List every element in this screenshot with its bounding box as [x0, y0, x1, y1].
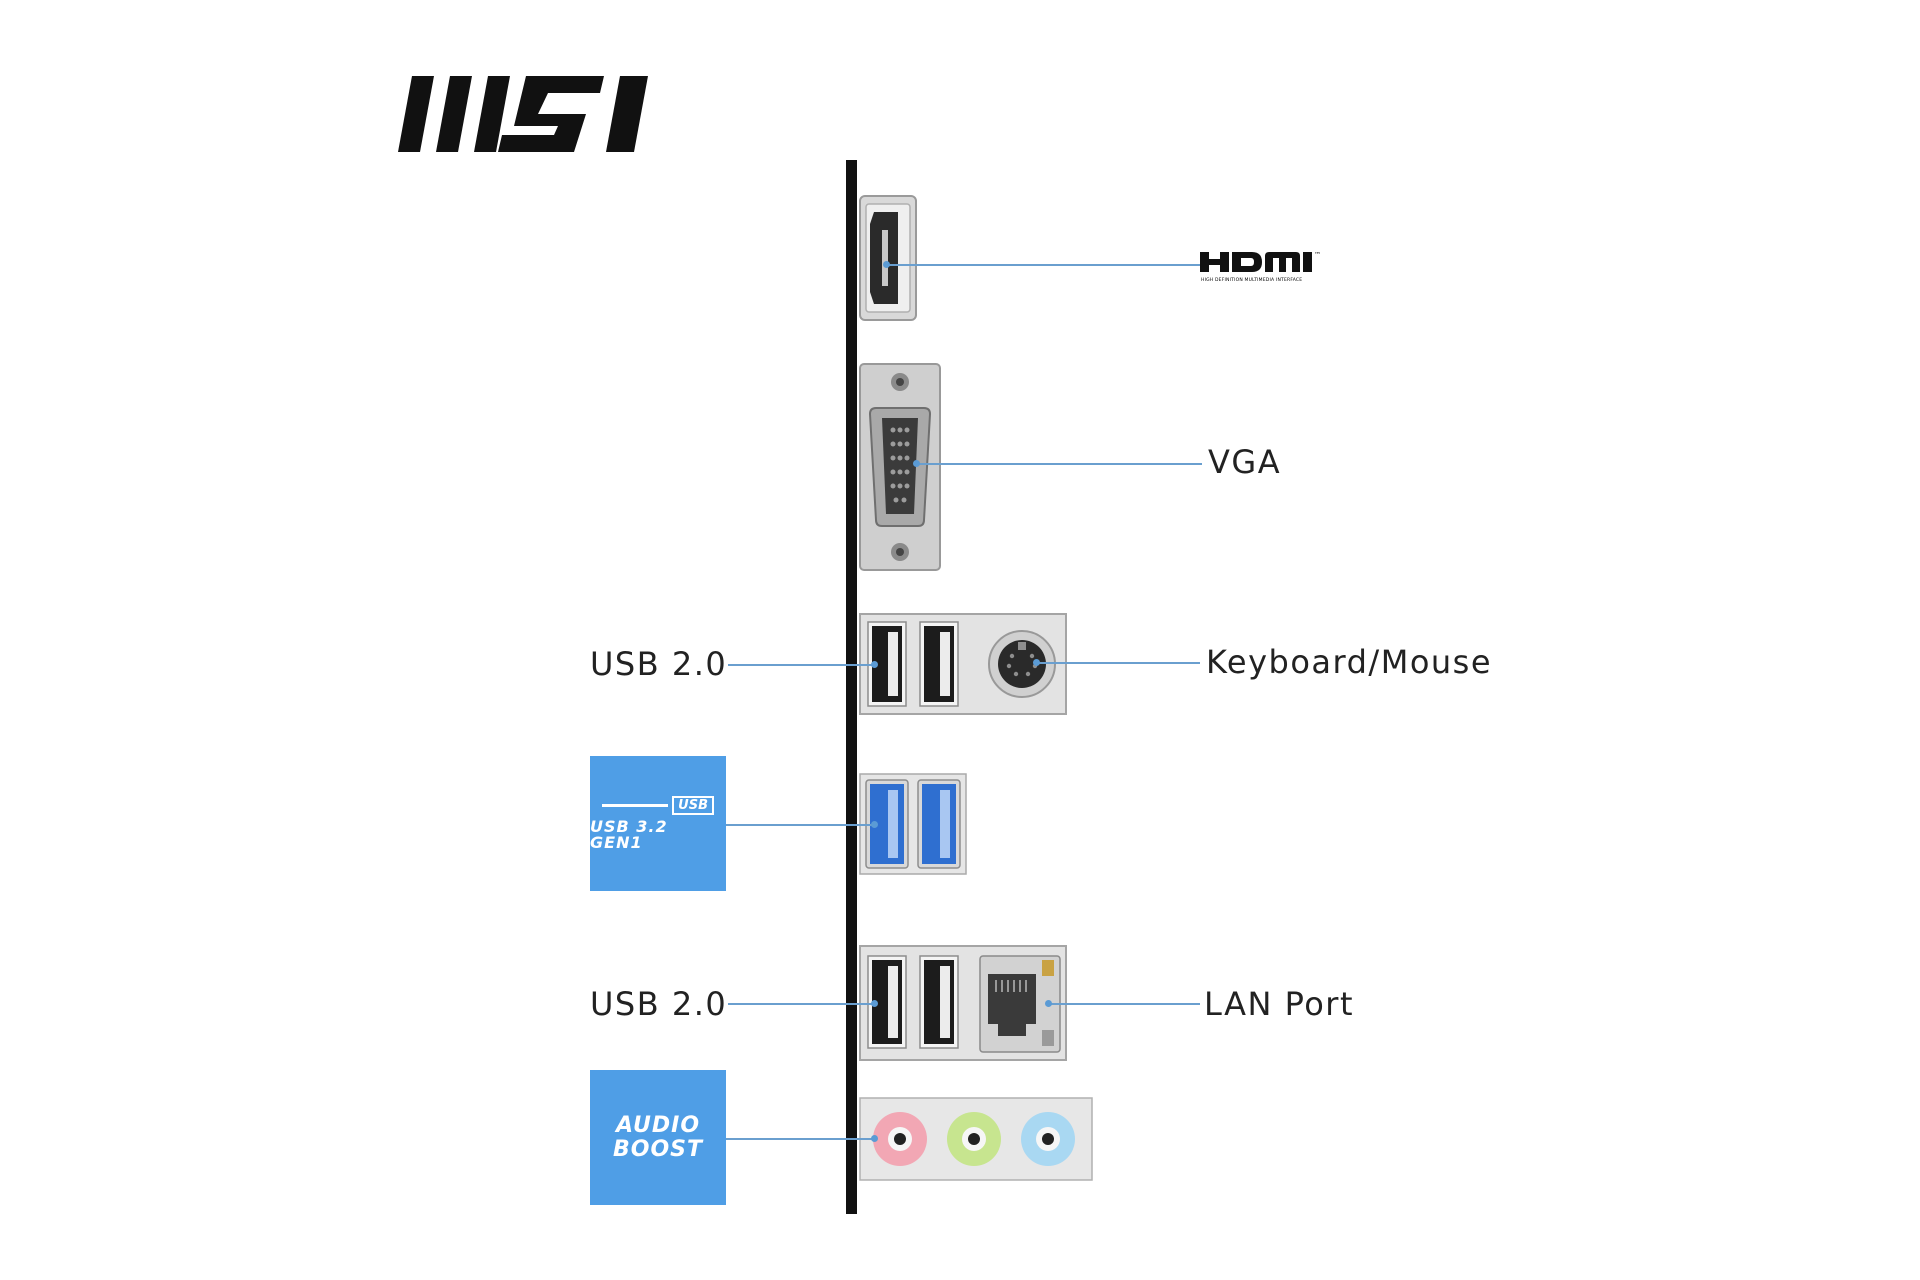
- usb32-gen1-badge: USB USB 3.2 GEN1: [590, 756, 726, 891]
- audio-leader: [726, 1138, 874, 1140]
- usb32-leader: [726, 824, 874, 826]
- usb2-top-label: USB 2.0: [590, 645, 728, 683]
- hdmi-trademark: ™: [1314, 251, 1321, 259]
- audio-boost-line2: BOOST: [612, 1136, 704, 1162]
- hdmi-leader: [886, 264, 1200, 266]
- hdmi-port: [858, 194, 918, 322]
- usb32-block: [858, 772, 968, 876]
- hdmi-subtitle: HIGH DEFINITION MULTIMEDIA INTERFACE: [1201, 277, 1302, 283]
- io-panel-edge: [846, 160, 857, 1214]
- vga-port: [858, 362, 942, 572]
- usb2-bottom-leader: [728, 1003, 874, 1005]
- usb2-bottom-leader-dot: [871, 1000, 878, 1007]
- usb32-badge-line: USB: [602, 796, 714, 815]
- audio-jacks-block: [858, 1096, 1094, 1182]
- usb32-badge-text: USB 3.2 GEN1: [590, 817, 668, 852]
- usb2-top-leader-dot: [871, 661, 878, 668]
- usb2-top-leader: [728, 664, 874, 666]
- lan-leader: [1048, 1003, 1200, 1005]
- usb2-bottom-label: USB 2.0: [590, 985, 728, 1023]
- audio-leader-dot: [871, 1135, 878, 1142]
- msi-logo: [398, 76, 648, 152]
- usb2-lan-block: [858, 944, 1068, 1062]
- vga-leader-dot: [913, 460, 920, 467]
- audio-boost-badge: AUDIO BOOST: [590, 1070, 726, 1205]
- keyboard-mouse-leader: [1036, 662, 1200, 664]
- usb32-badge-tag: USB: [672, 796, 714, 815]
- lan-leader-dot: [1045, 1000, 1052, 1007]
- hdmi-leader-dot: [883, 261, 890, 268]
- keyboard-mouse-leader-dot: [1033, 659, 1040, 666]
- hdmi-logo: ™ HIGH DEFINITION MULTIMEDIA INTERFACE: [1200, 248, 1326, 284]
- usb2-ps2-block: [858, 612, 1068, 716]
- audio-boost-line1: AUDIO: [615, 1112, 701, 1138]
- vga-leader: [916, 463, 1202, 465]
- lan-port-label: LAN Port: [1204, 985, 1354, 1023]
- keyboard-mouse-label: Keyboard/Mouse: [1206, 643, 1493, 681]
- vga-label: VGA: [1208, 443, 1282, 481]
- usb32-leader-dot: [871, 821, 878, 828]
